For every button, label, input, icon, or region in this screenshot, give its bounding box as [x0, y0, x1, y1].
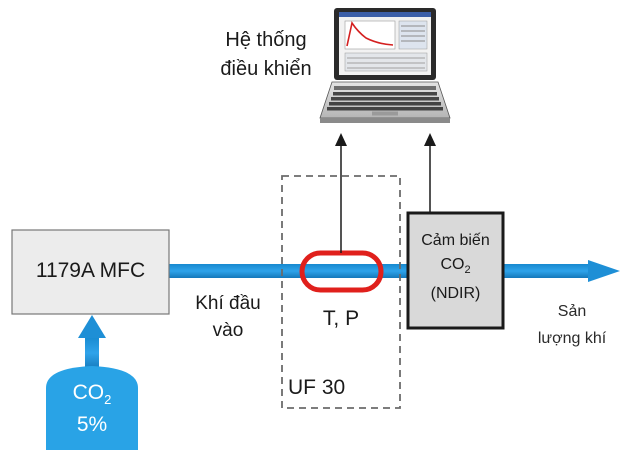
uf30-label: UF 30: [288, 376, 346, 399]
co2-sensor-co-text: CO: [440, 256, 465, 273]
control-system-label: Hệ thống điều khiển: [206, 26, 326, 84]
output-gas-label: Sản lượng khí: [522, 298, 622, 352]
inlet-gas-label-line2: vào: [212, 320, 244, 341]
co2-tank-label-line2: 5%: [76, 413, 108, 437]
co2-tank-sub-text: 2: [104, 392, 112, 408]
tp-label: T, P: [322, 307, 360, 330]
co2-sensor-label: Cảm biến CO2 (NDIR): [408, 229, 503, 306]
co2-sensor-label-line1: Cảm biến: [421, 232, 490, 249]
laptop-icon: [319, 8, 451, 123]
control-system-label-line1: Hệ thống: [225, 29, 307, 51]
tank-to-mfc-flow: [85, 336, 99, 370]
output-gas-label-line1: Sản: [557, 303, 587, 320]
uf30-enclosure: [281, 175, 401, 409]
output-arrow-head: [588, 260, 620, 282]
inlet-gas-label-line1: Khí đầu: [195, 293, 261, 314]
tank-to-mfc-arrow-head: [78, 315, 106, 338]
co2-tank-co-text: CO: [72, 381, 105, 404]
sensor-signal-arrow-head: [424, 133, 436, 146]
co2-sensor-label-line3: (NDIR): [430, 285, 481, 303]
output-gas-label-line2: lượng khí: [537, 330, 607, 347]
tp-signal-arrow-head: [335, 133, 347, 146]
mfc-box: [11, 229, 170, 315]
mfc-label: 1179A MFC: [35, 259, 146, 282]
co2-sensor-label-line2: CO2: [408, 253, 503, 282]
co2-sensor-sub-text: 2: [464, 264, 471, 277]
co2-tank-label-line1: CO2: [46, 380, 138, 412]
co2-tank-label: CO2 5%: [46, 380, 138, 437]
main-flow-line: [160, 264, 590, 278]
inlet-gas-label: Khí đầu vào: [180, 290, 276, 344]
control-system-label-line2: điều khiển: [220, 58, 312, 80]
co2-tank-icon: [46, 366, 138, 450]
co2-sensor-box: [406, 211, 505, 330]
